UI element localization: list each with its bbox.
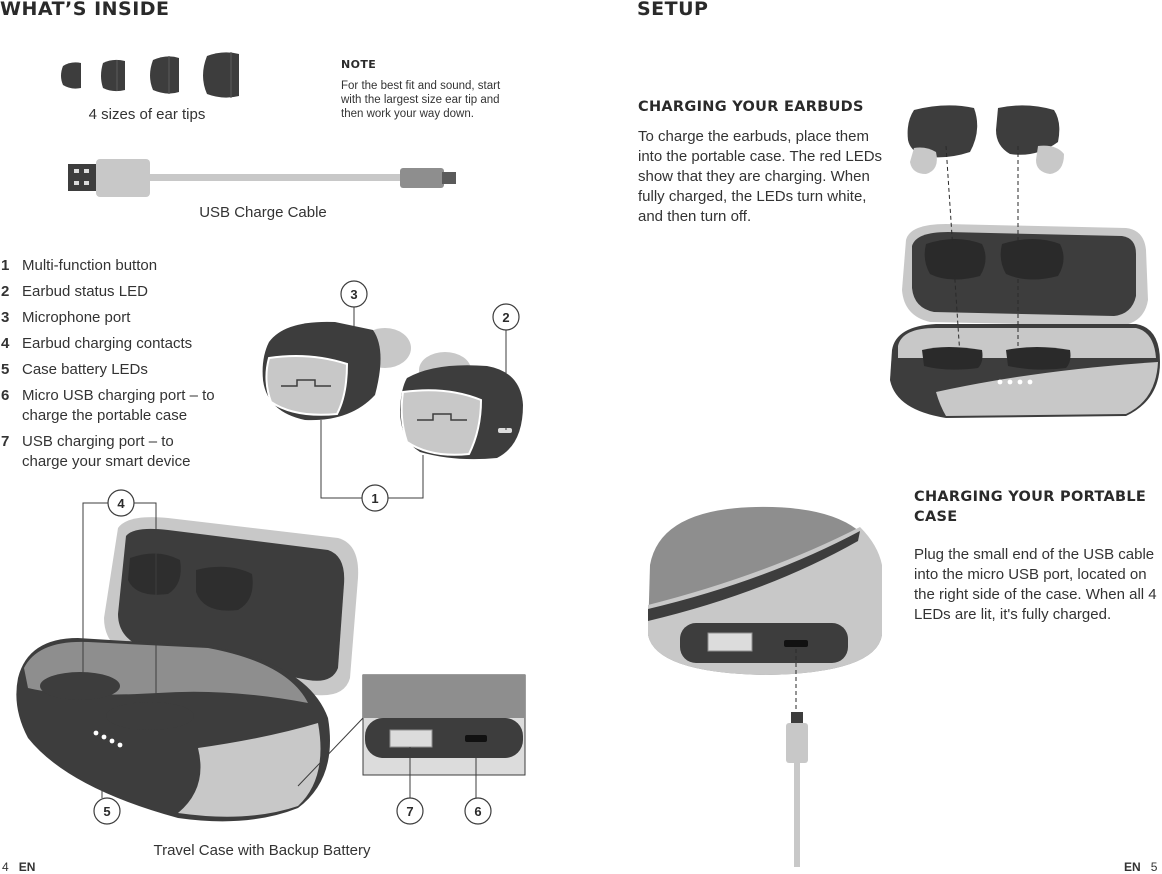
ear-tip-small — [61, 62, 81, 89]
right-earbud — [400, 352, 523, 460]
callout-5: 5 — [93, 797, 121, 825]
left-earbud — [262, 321, 411, 421]
svg-text:5: 5 — [103, 804, 110, 819]
page-number: 5 — [1150, 860, 1158, 874]
ear-tips-illustration — [61, 52, 239, 98]
insertion-arrows — [945, 145, 1023, 366]
setup-heading: SETUP — [637, 0, 709, 20]
svg-text:1: 1 — [371, 491, 378, 506]
case-side-view — [648, 506, 882, 675]
right-page-footer: EN 5 — [1124, 860, 1157, 874]
charging-case-section: CHARGING YOUR PORTABLE CASE Plug the sma… — [914, 487, 1160, 625]
case-battery-leds — [93, 730, 123, 748]
ear-tip-large — [150, 56, 179, 94]
language-label: EN — [1124, 860, 1141, 874]
ear-tips-caption: 4 sizes of ear tips — [88, 106, 206, 123]
note-title: NOTE — [341, 58, 377, 71]
svg-text:7: 7 — [406, 804, 413, 819]
callout-3: 3 — [340, 280, 368, 308]
callout-1: 1 — [361, 484, 389, 512]
ear-tip-extra-large — [203, 52, 239, 98]
svg-text:4: 4 — [117, 496, 125, 511]
left-earbud — [907, 105, 978, 174]
usb-cable-caption: USB Charge Cable — [199, 204, 327, 221]
travel-case-diagram: 4 5 7 6 — [16, 489, 526, 825]
left-page-footer: 4 EN — [2, 860, 35, 874]
usb-cable-illustration — [68, 159, 456, 197]
charging-earbuds-text: To charge the earbuds, place them into t… — [638, 128, 883, 225]
case-base — [16, 638, 330, 822]
case-base — [890, 324, 1160, 418]
note-box: NOTE For the best fit and sound, start w… — [341, 58, 516, 121]
charging-earbuds-title: CHARGING YOUR EARBUDS — [638, 99, 864, 115]
charging-case-title: CHARGING YOUR PORTABLE CASE — [914, 489, 1147, 525]
case-lid — [902, 224, 1148, 326]
earbuds-diagram: 1 2 3 — [262, 280, 523, 512]
language-label: EN — [18, 860, 36, 874]
case-charging-illustration — [648, 506, 882, 867]
travel-case-caption: Travel Case with Backup Battery — [153, 842, 371, 859]
note-text: For the best fit and sound, start with t… — [341, 80, 501, 120]
micro-usb-cable — [786, 649, 808, 867]
whats-inside-heading: WHAT’S INSIDE — [0, 0, 170, 20]
callout-2: 2 — [492, 303, 520, 331]
svg-text:3: 3 — [350, 287, 357, 302]
right-earbud — [996, 105, 1064, 174]
callout-6: 6 — [464, 797, 492, 825]
charging-case-text: Plug the small end of the USB cable into… — [914, 546, 1157, 623]
port-inset — [297, 674, 526, 787]
svg-text:2: 2 — [502, 310, 509, 325]
page-number: 4 — [2, 860, 9, 874]
callout-7: 7 — [396, 797, 424, 825]
svg-text:6: 6 — [474, 804, 481, 819]
ear-tip-medium — [101, 59, 125, 92]
earbuds-into-case-illustration — [890, 105, 1160, 418]
charging-earbuds-section: CHARGING YOUR EARBUDS To charge the earb… — [638, 97, 883, 227]
case-battery-leds — [997, 379, 1033, 385]
callout-4: 4 — [107, 489, 135, 517]
